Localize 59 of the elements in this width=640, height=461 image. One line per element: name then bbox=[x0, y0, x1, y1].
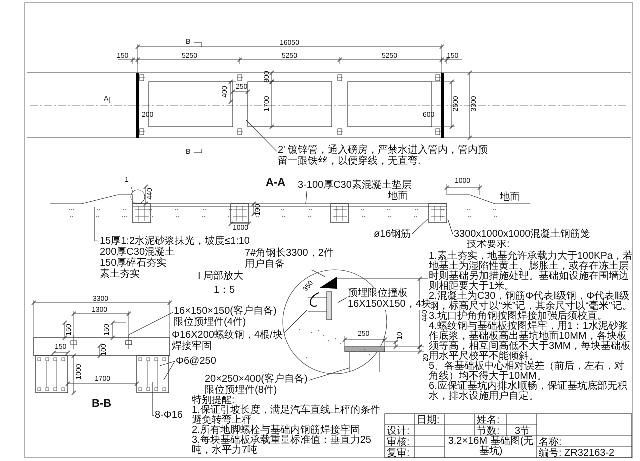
title-block-text: 编号: ZR32163-2 bbox=[539, 448, 615, 458]
title-block-text: 日期: bbox=[417, 414, 440, 426]
callout-text: 15厚1:2水泥砂浆抹光，坡度≤1:10 bbox=[100, 236, 250, 247]
callout-text: 2' 镀锌管，通入磅房，严禁水进入管内，管内预留一跟铁丝，以便穿线，无直弯. bbox=[278, 145, 490, 167]
callout-text: 8-Φ16 bbox=[155, 410, 183, 421]
callout-text: Φ16X200螺纹钢，4根/块 bbox=[172, 330, 283, 341]
callout-text: 素土夯实 bbox=[100, 269, 140, 280]
note-text: 3.坑口护角角钢按图焊接加强后须校直。 bbox=[429, 312, 608, 322]
callout-text: ø16钢筋 bbox=[374, 229, 412, 240]
leader-line bbox=[164, 361, 176, 380]
title-block-text: 设计: bbox=[387, 426, 410, 436]
callout-text: 焊接牢固 bbox=[172, 341, 212, 352]
foundation-block bbox=[428, 204, 448, 224]
leader-line bbox=[306, 190, 308, 204]
embedded-plate bbox=[126, 334, 132, 350]
callout-text: 200厚C30混凝土 bbox=[100, 247, 176, 258]
note-text: 1.素土夯实，地基允许承载力大于100KPa，若地基土为湿陷性黄土、膨胀土，或存在冻土层时则基础另加措施处理。基础如设施在围墙边则相距要大于1米。 bbox=[429, 252, 634, 292]
leader-line bbox=[160, 361, 176, 366]
ground-label: 地面 bbox=[388, 191, 408, 202]
leader-line bbox=[338, 298, 348, 304]
title-block-text: 审核: bbox=[387, 436, 410, 448]
title-block-text: 名称: bbox=[539, 436, 562, 448]
note-text: 5、各基础板中心相对误差（前后，左右，对角线）均不得大于10MM。 bbox=[429, 362, 625, 382]
leader-line bbox=[246, 120, 278, 152]
leader-line bbox=[308, 368, 350, 381]
note-text: 6.应保证基坑内排水顺畅，保证基坑底部无积水，排水设施用户自定。 bbox=[429, 382, 628, 402]
leader-line bbox=[284, 310, 308, 334]
leader-line bbox=[128, 312, 174, 336]
note-text: 4.螺纹钢与基础板按图焊牢，用1：1水泥砂浆作底浆，基础板高出基坑地面10MM，各块板须等高，相互间高低不大于3MM，每块基础板用水平尺校平不能倾斜。 bbox=[429, 322, 632, 362]
note-text: 3.每块基础板承载重量标准值：垂直力25吨，水平力7吨 bbox=[192, 436, 372, 456]
callout-text: 150厚碎石夯实 bbox=[100, 258, 167, 269]
callout-text: 16X150X150，4块 bbox=[348, 299, 432, 310]
detail-title: I 局部放大 bbox=[198, 271, 244, 282]
detail-scale: 1：5 bbox=[214, 285, 236, 296]
title-block-text: 姓名: bbox=[477, 414, 500, 426]
leader-line bbox=[94, 206, 100, 242]
leader-line bbox=[448, 218, 454, 235]
leader-line bbox=[152, 382, 154, 416]
title-block-text: 节数: bbox=[477, 426, 500, 436]
callout-text: 预埋限位撞板 bbox=[348, 288, 408, 299]
leader-line bbox=[412, 218, 428, 235]
title-block-text: 复审: bbox=[387, 448, 410, 458]
callout-text: 3300x1000x1000混凝土钢筋笼 bbox=[454, 229, 591, 240]
ground-label: 地面 bbox=[500, 192, 520, 203]
note-text: 2.所有地脚螺栓与基础内钢筋焊接牢固 bbox=[192, 426, 360, 436]
callout-text: 7#角钢长3300，2件 bbox=[245, 248, 334, 259]
callout-text: Φ6@250 bbox=[176, 356, 216, 367]
callout-text: 20×250×400(客户自备) bbox=[205, 374, 308, 385]
title-block-text: 3.2×16M 基础图(无基坑) bbox=[447, 436, 535, 458]
title-block-text: 3节 bbox=[515, 426, 531, 436]
note-text: 1.保证引坡长度，满足汽车直线上秤的条件避免转弯上秤 bbox=[192, 406, 382, 426]
callout-text: 3-100厚C30素混凝土垫层 bbox=[298, 180, 412, 191]
section-title: B-B bbox=[92, 398, 112, 410]
leader-line bbox=[311, 270, 326, 278]
callout-text: 限位预埋件(8件) bbox=[205, 385, 278, 396]
callout-text: 16×150×150(客户自备) bbox=[174, 306, 277, 317]
callout-text: 限位预埋件(4件) bbox=[174, 317, 246, 328]
callout-text: 用户自备 bbox=[245, 259, 285, 270]
section-title: A-A bbox=[266, 177, 286, 190]
